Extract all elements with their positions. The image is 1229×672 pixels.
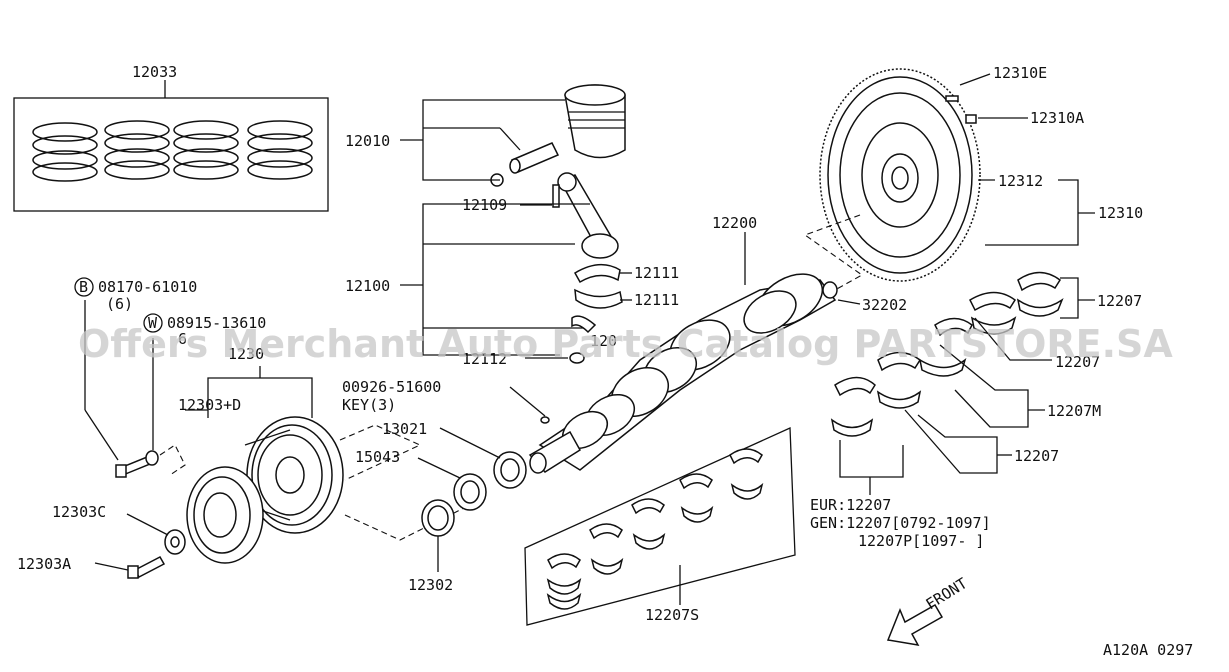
label-key-qty: KEY(3) xyxy=(342,396,396,414)
piston-ring-set xyxy=(13,80,329,212)
label-bolt-qty: (6) xyxy=(106,295,133,313)
label-12111-lower: 12111 xyxy=(634,291,679,309)
label-12312: 12312 xyxy=(998,172,1043,190)
front-arrow xyxy=(886,603,944,646)
label-12310E: 12310E xyxy=(993,64,1047,82)
label-12033: 12033 xyxy=(132,63,177,81)
watermark: Offers Merchant Auto Parts Catalog PARTS… xyxy=(78,322,1173,366)
label-12111-upper: 12111 xyxy=(634,264,679,282)
label-12303D: 12303+D xyxy=(178,396,241,414)
flywheel xyxy=(803,68,1095,305)
label-12207-c: 12207 xyxy=(1014,447,1059,465)
label-gen-1: GEN:12207[0792-1097] xyxy=(810,514,991,532)
timing-parts xyxy=(417,427,527,572)
label-washer-qty: 6 xyxy=(178,330,187,348)
main-bearings xyxy=(830,271,1095,495)
label-15043: 15043 xyxy=(355,448,400,466)
label-32202: 32202 xyxy=(862,296,907,314)
label-bolt-code: 08170-61010 xyxy=(98,278,197,296)
label-13021: 13021 xyxy=(382,420,427,438)
label-12302: 12302 xyxy=(408,576,453,594)
label-120: 120 xyxy=(590,332,617,350)
pulley-group xyxy=(84,300,471,579)
label-key-code: 00926-51600 xyxy=(342,378,441,396)
washer-badge xyxy=(143,313,163,333)
bolt-badge-letter: B xyxy=(79,278,88,296)
label-12100: 12100 xyxy=(345,277,390,295)
label-12303C: 12303C xyxy=(52,503,106,521)
label-12207M: 12207M xyxy=(1047,402,1101,420)
label-12109: 12109 xyxy=(462,196,507,214)
bolt-badge xyxy=(74,277,94,297)
label-12310A: 12310A xyxy=(1030,109,1084,127)
washer-badge-letter: W xyxy=(148,314,158,332)
diagram-code: A120A 0297 xyxy=(1103,641,1193,659)
label-12200: 12200 xyxy=(712,214,757,232)
label-12010: 12010 xyxy=(345,132,390,150)
bearing-set xyxy=(524,427,796,626)
label-eur: EUR:12207 xyxy=(810,496,891,514)
label-gen-2: 12207P[1097- ] xyxy=(858,532,984,550)
label-1230: 1230 xyxy=(228,345,264,363)
label-12112: 12112 xyxy=(462,350,507,368)
label-front: FRONT xyxy=(923,574,971,613)
label-12207-b: 12207 xyxy=(1055,353,1100,371)
label-12207-a: 12207 xyxy=(1097,292,1142,310)
crankshaft xyxy=(509,232,837,474)
label-12303A: 12303A xyxy=(17,555,71,573)
label-12207S: 12207S xyxy=(645,606,699,624)
label-12310: 12310 xyxy=(1098,204,1143,222)
piston-group xyxy=(400,84,632,364)
label-washer-code: 08915-13610 xyxy=(167,314,266,332)
